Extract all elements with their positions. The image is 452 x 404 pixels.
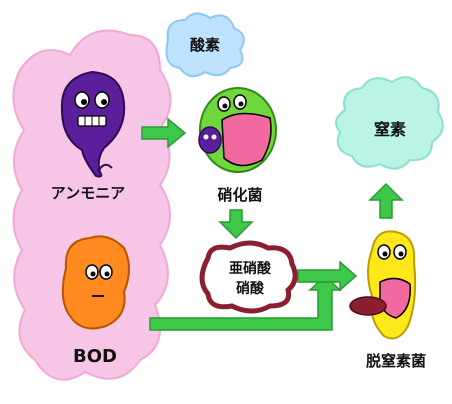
oxygen-cloud xyxy=(165,12,245,78)
bod-label: BOD xyxy=(73,346,117,367)
bod-creature xyxy=(61,235,130,330)
denitrifying-bacteria-creature xyxy=(349,230,417,340)
nitrite-nitrate-blob xyxy=(199,240,298,314)
nitrogen-label: 窒素 xyxy=(373,120,406,139)
pink-cloud-background xyxy=(12,29,172,381)
arrow-ammonia-to-nitrifier xyxy=(141,117,187,149)
arrow-nitrate-to-denitrifier xyxy=(297,260,358,292)
nitrite-label: 亜硝酸 xyxy=(229,261,271,277)
nitrogen-cloud xyxy=(335,76,444,170)
arrow-denitrifier-to-nitrogen xyxy=(368,182,404,219)
nitrate-label: 硝酸 xyxy=(236,281,264,297)
oxygen-label: 酸素 xyxy=(189,36,220,54)
denitrifying-bacteria-label: 脱窒素菌 xyxy=(365,352,426,370)
nitrifying-bacteria-label: 硝化菌 xyxy=(217,186,263,204)
nitrifying-bacteria-creature xyxy=(198,87,277,173)
ammonia-label: アンモニア xyxy=(50,184,126,202)
ammonia-creature xyxy=(60,70,126,178)
arrow-nitrifier-down xyxy=(218,209,254,240)
